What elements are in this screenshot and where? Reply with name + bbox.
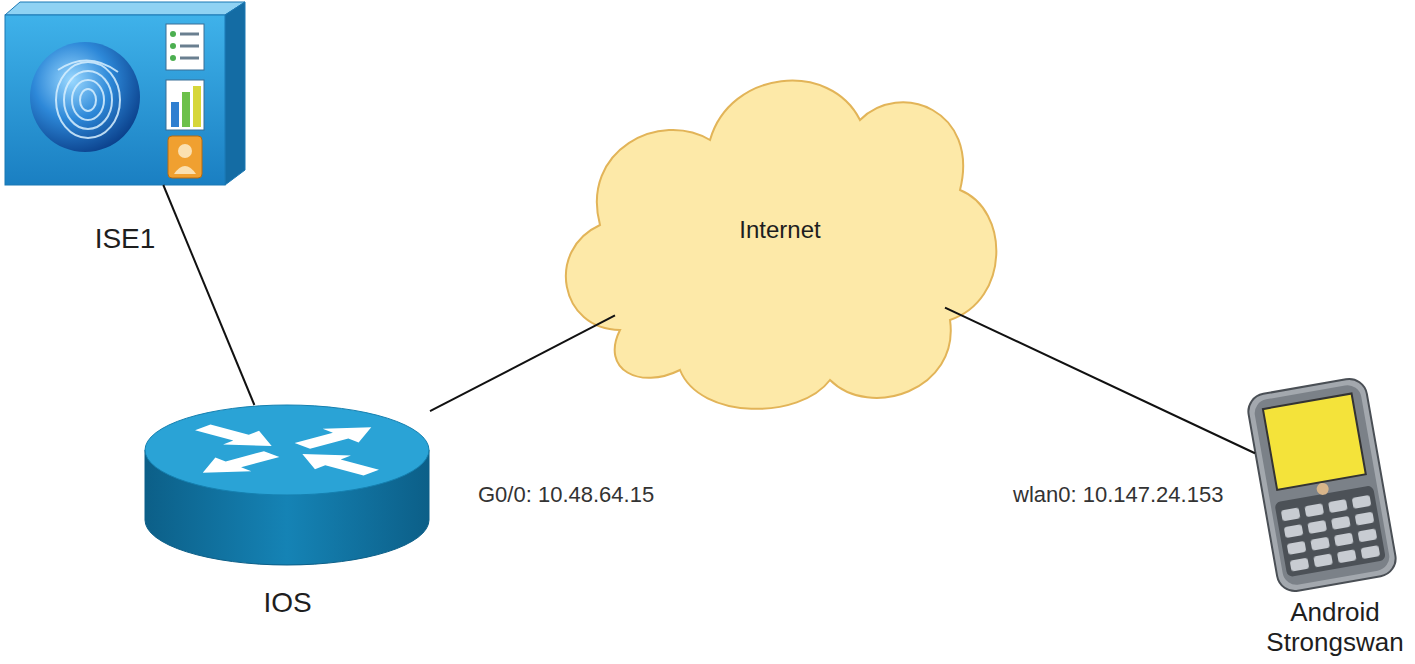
device-label: Android Strongswan (1260, 598, 1410, 658)
label-holder: wlan0: 10.147.24.153 (1013, 482, 1223, 508)
router-node: IOS (145, 405, 430, 565)
device-label: ISE1 (95, 223, 156, 255)
label-holder: G0/0: 10.48.64.15 (478, 482, 654, 508)
internet-cloud-node: Internet (560, 40, 1000, 420)
network-link (430, 315, 615, 411)
network-link (163, 185, 254, 405)
cloud-label: Internet (739, 216, 820, 244)
internet-cloud (566, 81, 996, 409)
ise-appliance (5, 2, 245, 185)
label-holder: Internet (560, 40, 1000, 420)
network-link (945, 308, 1255, 454)
ise-server-box: ISE1 (0, 0, 250, 185)
router-symbol (145, 405, 429, 565)
label-holder: IOS (145, 587, 430, 619)
interface-label: G0/0: 10.48.64.15 (478, 482, 654, 507)
phone-node: Android Strongswan (1255, 380, 1390, 590)
label-holder: Android Strongswan (1260, 598, 1410, 658)
device-label: IOS (263, 587, 311, 619)
interface-label: wlan0: 10.147.24.153 (1013, 482, 1223, 507)
label-holder: ISE1 (0, 223, 250, 255)
phone-illustration (1246, 376, 1399, 594)
